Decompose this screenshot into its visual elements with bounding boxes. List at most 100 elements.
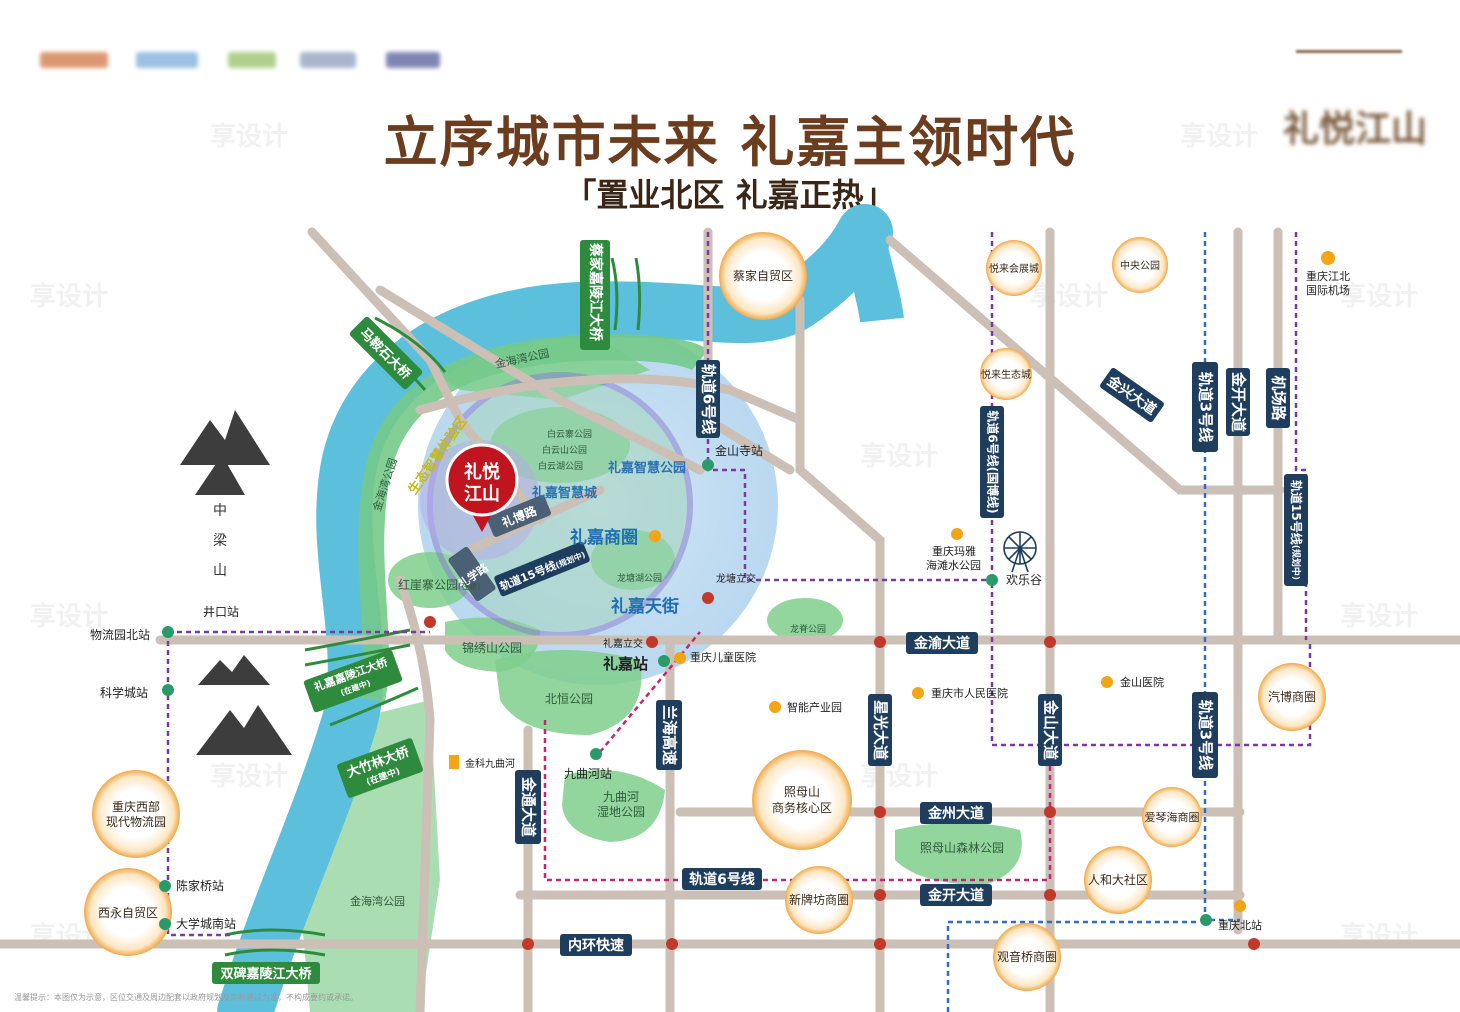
park-label-jiuquhe-1: 九曲河 [603, 790, 639, 804]
metro-station-icon [162, 626, 174, 638]
partner-logo-3 [228, 52, 276, 68]
road-label-xingguang: 星光大道 [872, 700, 890, 760]
label-box-dazhulin [337, 738, 423, 798]
watermark-text: 享设计 [860, 441, 938, 472]
metro-label-line3-bottom: 轨道3号线 [1197, 700, 1215, 770]
station-lijia-lijiao: 礼嘉立交 [603, 637, 643, 650]
intersection-dot [666, 938, 678, 950]
page-subtitle: 「置业北区 礼嘉正热」 [564, 176, 896, 214]
poi-jinke-jiuquhe: 金科九曲河 [465, 757, 515, 770]
orb-label-central-park: 中央公园 [1120, 259, 1160, 272]
park-label-beiheng: 北恒公园 [545, 692, 593, 706]
station-jingkou: 井口站 [203, 605, 239, 619]
watermark-text: 享设计 [30, 281, 108, 312]
bridge-dazhulin-line [329, 686, 419, 727]
intersection-dot [874, 889, 886, 901]
label-box-maoyanshi [349, 316, 423, 390]
park-label-longtanghu: 龙塘湖公园 [617, 572, 662, 584]
project-name-line1: 礼悦 [464, 461, 500, 483]
watermark-text: 享设计 [1030, 281, 1108, 312]
label-box-libo [487, 495, 551, 537]
road-jinxing [885, 235, 1285, 495]
label-box-line3-top [1192, 362, 1218, 452]
partner-logo-5 [386, 52, 440, 68]
orb-label-zhaomushan-1: 照母山 [784, 785, 820, 799]
road-label-jinyu: 金渝大道 [913, 635, 970, 652]
river-upstream [840, 227, 904, 323]
page-title: 立序城市未来 礼嘉主领时代 [383, 110, 1077, 174]
label-box-line6-bottom [682, 868, 762, 890]
road-label-lanhai: 兰海高速 [661, 705, 679, 765]
label-box-lijia [303, 649, 403, 713]
metro-line6-bottom [543, 690, 1052, 882]
road-label-jinkai-h: 金开大道 [927, 887, 984, 904]
orb-zhaomushan [752, 750, 852, 850]
station-daxuecheng-south: 大学城南站 [176, 916, 236, 931]
label-box-jichang [1266, 368, 1290, 428]
label-box-lanhai [656, 700, 682, 770]
jiuquhe-park-shape [562, 770, 665, 842]
station-jiuquhe: 九曲河站 [564, 767, 612, 781]
station-chenjiaqiao: 陈家桥站 [176, 878, 224, 893]
project-name-line2: 江山 [464, 484, 500, 505]
building-icon [449, 755, 459, 769]
label-box-jinxing [1100, 367, 1164, 423]
park-label-zhaomushan-forest: 照母山森林公园 [920, 840, 1004, 855]
metro-station-icon [986, 574, 998, 586]
metro-label-line15-east: 轨道15号线(规划中) [1290, 480, 1305, 580]
orb-central-park [1112, 237, 1168, 293]
mountain-icon [180, 410, 270, 465]
poi-airport-2: 国际机场 [1306, 283, 1350, 297]
mountain-icon [198, 655, 270, 685]
vertical-labels: 轨道6号线 轨道6号线(国博线) 轨道3号线 金开大道 机场路 轨道15号线(规… [515, 360, 1308, 844]
road-label-jichang: 机场路 [1270, 375, 1288, 421]
metro-label-line6-bottom: 轨道6号线 [689, 871, 755, 888]
orb-label-west-logistics-1: 重庆西部 [112, 799, 160, 814]
intersection-dot [1044, 889, 1056, 901]
poi-jinshan-hospital: 金山医院 [1120, 675, 1164, 689]
orb-caijia-ftz [719, 232, 807, 320]
watermark-text: 享设计 [1340, 601, 1418, 632]
road-label-jinkai-v: 金开大道 [1230, 371, 1248, 432]
label-box-jinzhou [920, 802, 992, 824]
park-label-baiyunzhai: 白云寨公园 [547, 428, 592, 440]
metro-station-icon [159, 880, 171, 892]
mountain-label-char2: 梁 [213, 533, 227, 549]
road-nw-2 [375, 285, 705, 475]
intersection-dot [1044, 806, 1056, 818]
district-orbs: 蔡家自贸区 悦来会展城 中央公园 悦来生态城 汽博商圈 照母山 商务核心区 爱琴… [84, 232, 1326, 991]
mountain-label-char1: 中 [213, 503, 227, 519]
metro-line3-south [946, 920, 1200, 1012]
bridge-shuangbei-line2 [224, 948, 326, 957]
watermark-text: 享设计 [1340, 281, 1418, 312]
road-label-jinshan: 金山大道 [1042, 699, 1060, 760]
orb-yuelai-expo [986, 240, 1042, 296]
road-label-neihuan: 内环快速 [568, 937, 624, 954]
label-box-jintong [515, 770, 541, 844]
orb-aiqinhai [1142, 787, 1202, 847]
intersection-dot [522, 938, 534, 950]
bridge-caijia-line [610, 257, 619, 331]
bridge-lijia-line [304, 628, 411, 652]
orb-label-qimao: 汽博商圈 [1268, 689, 1316, 704]
station-chongqing-north: 重庆北站 [1218, 918, 1262, 932]
orb-label-caijia-ftz: 蔡家自贸区 [733, 268, 793, 283]
poi-people-hospital: 重庆市人民医院 [931, 686, 1008, 700]
station-jinshansi: 金山寺站 [715, 443, 763, 458]
metro-label-line6-guobo: 轨道6号线(国博线) [986, 410, 1001, 513]
station-longdun: 龙塘立交 [716, 572, 756, 585]
watermark-text: 享设计 [1180, 121, 1258, 152]
orb-label-zhaomushan-2: 商务核心区 [772, 800, 832, 815]
intersection-dot [1044, 636, 1056, 648]
mountain-icon [196, 705, 292, 755]
dark-labels: 金兴大道 金渝大道 金州大道 金开大道 内环快速 轨道6号线 礼博路 轨道15号… [448, 367, 1164, 956]
intersection-dot [874, 636, 886, 648]
hospital-icon [674, 652, 686, 664]
road-east-slope [795, 295, 885, 1012]
watermark-text: 享设计 [860, 761, 938, 792]
station-kexuecheng: 科学城站 [100, 685, 148, 700]
park-label-jinxiushan: 锦绣山公园 [462, 641, 522, 655]
station-labels: 金山寺站 龙塘立交 礼嘉立交 礼嘉站 九曲河站 欢乐谷 井口站 物流园北站 科学… [90, 269, 1350, 932]
orb-xinpaifang [785, 866, 853, 934]
